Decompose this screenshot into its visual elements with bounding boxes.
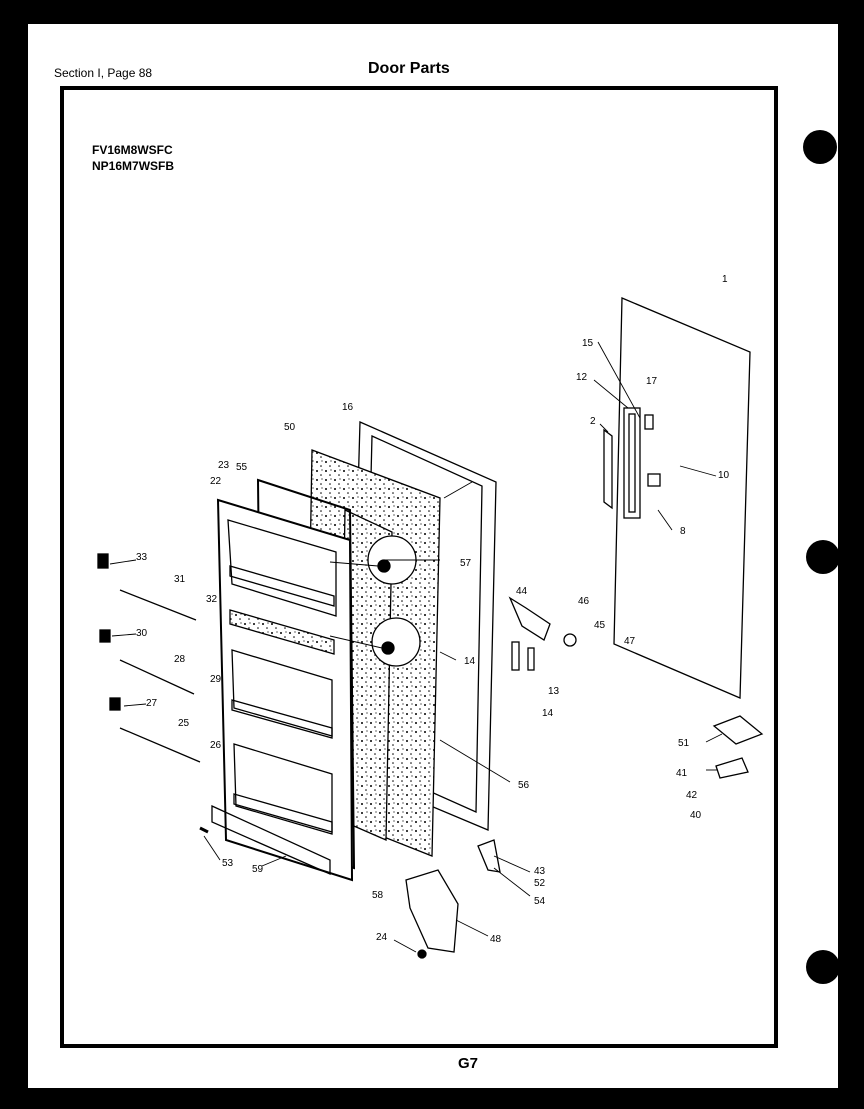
part-callout-8: 8: [680, 526, 686, 537]
model-list: FV16M8WSFC NP16M7WSFB: [92, 142, 174, 174]
part-callout-53: 53: [222, 858, 234, 869]
binder-hole: [803, 130, 837, 164]
door-shelves: [227, 519, 337, 835]
part-callout-22: 22: [210, 476, 222, 487]
page-title: Door Parts: [368, 60, 450, 77]
binder-hole: [806, 540, 840, 574]
part-callout-40: 40: [690, 810, 702, 821]
bottom-trim: [211, 804, 331, 875]
binder-hole: [806, 950, 840, 984]
detail-circle-56: [371, 617, 421, 667]
part-callout-23: 23: [218, 460, 230, 471]
shelf-bracket: [97, 553, 109, 569]
section-page-label: Section I, Page 88: [54, 66, 153, 80]
part-callout-45: 45: [594, 620, 606, 631]
part-callout-46: 46: [578, 596, 590, 607]
part-callout-32: 32: [206, 594, 218, 605]
part-callout-54: 54: [534, 896, 546, 907]
part-callout-26: 26: [210, 740, 222, 751]
part-callout-17: 17: [646, 376, 658, 387]
handle-bracket: [603, 428, 613, 510]
part-callout-29: 29: [210, 674, 222, 685]
part-callout-59: 59: [252, 864, 264, 875]
part-callout-57: 57: [460, 558, 472, 569]
shelf-bracket: [99, 629, 111, 643]
part-callout-42: 42: [686, 790, 698, 801]
part-callout-27: 27: [146, 698, 158, 709]
part-callout-13: 13: [548, 686, 560, 697]
part-callout-12: 12: [576, 372, 588, 383]
part-callout-25: 25: [178, 718, 190, 729]
part-callout-56: 56: [518, 780, 530, 791]
bottom-hinge: [712, 715, 764, 745]
model-number: FV16M8WSFC: [92, 143, 173, 157]
part-callout-50: 50: [284, 422, 296, 433]
part-callout-51: 51: [678, 738, 690, 749]
part-callout-47: 47: [624, 636, 636, 647]
part-callout-24: 24: [376, 932, 388, 943]
page-number: G7: [458, 1055, 479, 1072]
part-callout-41: 41: [676, 768, 688, 779]
square-plug: [647, 473, 661, 487]
kick-plate: [405, 869, 459, 953]
model-number: NP16M7WSFB: [92, 159, 175, 173]
part-callout-2: 2: [590, 416, 596, 427]
part-callout-31: 31: [174, 574, 186, 585]
part-callout-14: 14: [542, 708, 554, 719]
part-callout-43: 43: [534, 866, 546, 877]
inner-liner: [216, 498, 354, 882]
part-callout-30: 30: [136, 628, 148, 639]
handle-end-cap: [644, 414, 654, 430]
part-callout-14: 14: [464, 656, 476, 667]
part-callout-58: 58: [372, 890, 384, 901]
part-callout-55: 55: [236, 462, 248, 473]
diagram-frame: [60, 86, 778, 1048]
outer-door-panel: [613, 297, 751, 699]
part-callout-10: 10: [718, 470, 730, 481]
handle-strip: [623, 407, 641, 519]
part-callout-33: 33: [136, 552, 148, 563]
part-callout-48: 48: [490, 934, 502, 945]
part-callout-52: 52: [534, 878, 546, 889]
part-callout-28: 28: [174, 654, 186, 665]
shelf-bracket: [109, 697, 121, 711]
part-callout-1: 1: [722, 274, 728, 285]
part-callout-44: 44: [516, 586, 528, 597]
part-callout-15: 15: [582, 338, 594, 349]
part-callout-16: 16: [342, 402, 354, 413]
